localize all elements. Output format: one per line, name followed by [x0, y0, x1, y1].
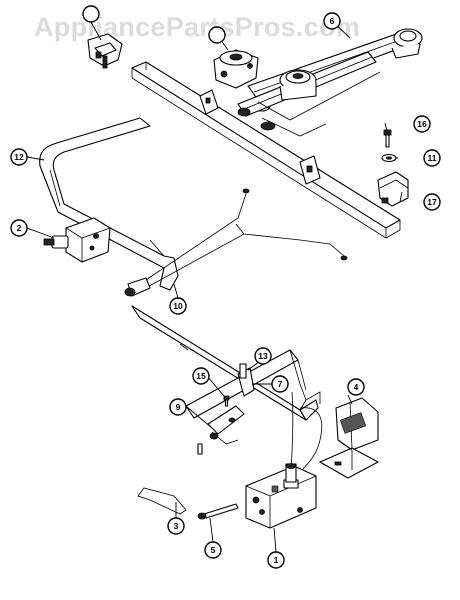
callout-12: 12 — [10, 148, 28, 166]
burner-valve-part[interactable] — [213, 49, 259, 89]
burner-support-rail-part[interactable] — [131, 61, 401, 239]
leader-lines — [26, 20, 403, 553]
ignitor-bracket-part[interactable] — [87, 33, 123, 69]
callout-15: 15 — [192, 367, 210, 385]
callout-5: 5 — [204, 541, 222, 559]
callout-label: 15 — [196, 371, 206, 381]
ignitor-screw-part[interactable] — [223, 395, 230, 407]
callout-label: 7 — [278, 379, 283, 389]
upper-gas-line — [257, 71, 381, 137]
callout-label: 11 — [428, 153, 437, 163]
callout-6: 6 — [323, 12, 341, 30]
callout-blank-top-left — [82, 5, 100, 23]
gas-valve-part[interactable] — [43, 217, 111, 263]
callout-label: 13 — [258, 351, 268, 361]
callout-2: 2 — [10, 219, 28, 237]
screw-part[interactable] — [383, 129, 392, 148]
callout-7: 7 — [271, 375, 289, 393]
callout-label: 3 — [174, 521, 179, 531]
mounting-bolt-part[interactable] — [197, 503, 239, 520]
callout-label: 4 — [354, 382, 359, 392]
callout-label: 6 — [330, 16, 335, 26]
callout-9: 9 — [169, 398, 187, 416]
callout-label: 17 — [427, 197, 437, 207]
callout-label: 16 — [417, 119, 427, 129]
heat-shield-bracket-part[interactable] — [319, 397, 379, 479]
callout-3: 3 — [167, 517, 185, 535]
callout-1: 1 — [267, 551, 285, 569]
tube-clip-part — [197, 443, 203, 455]
callout-4: 4 — [347, 378, 365, 396]
callout-13: 13 — [254, 347, 272, 365]
callout-blank-top-middle — [208, 26, 226, 44]
callout-label: 10 — [173, 301, 183, 311]
callout-16: 16 — [413, 115, 431, 133]
callout-17: 17 — [423, 193, 441, 211]
thermostat-part[interactable] — [245, 463, 317, 529]
callout-label: 1 — [274, 555, 279, 565]
callout-label: 2 — [17, 223, 22, 233]
callout-11: 11 — [423, 149, 441, 167]
capillary-tube-part[interactable] — [124, 188, 348, 297]
rail-bracket-left — [199, 89, 219, 115]
mounting-bracket-part[interactable] — [377, 171, 409, 207]
washer-part[interactable] — [381, 153, 397, 163]
callout-label: 5 — [211, 545, 216, 555]
lower-burner-tube-part[interactable] — [237, 51, 377, 117]
oven-ignitor-part[interactable] — [207, 363, 255, 445]
callout-label: 9 — [176, 402, 181, 412]
manifold-pipe-part[interactable] — [39, 117, 179, 291]
rail-bracket-right — [299, 155, 321, 185]
callout-10: 10 — [169, 297, 187, 315]
callout-label: 12 — [14, 152, 24, 162]
